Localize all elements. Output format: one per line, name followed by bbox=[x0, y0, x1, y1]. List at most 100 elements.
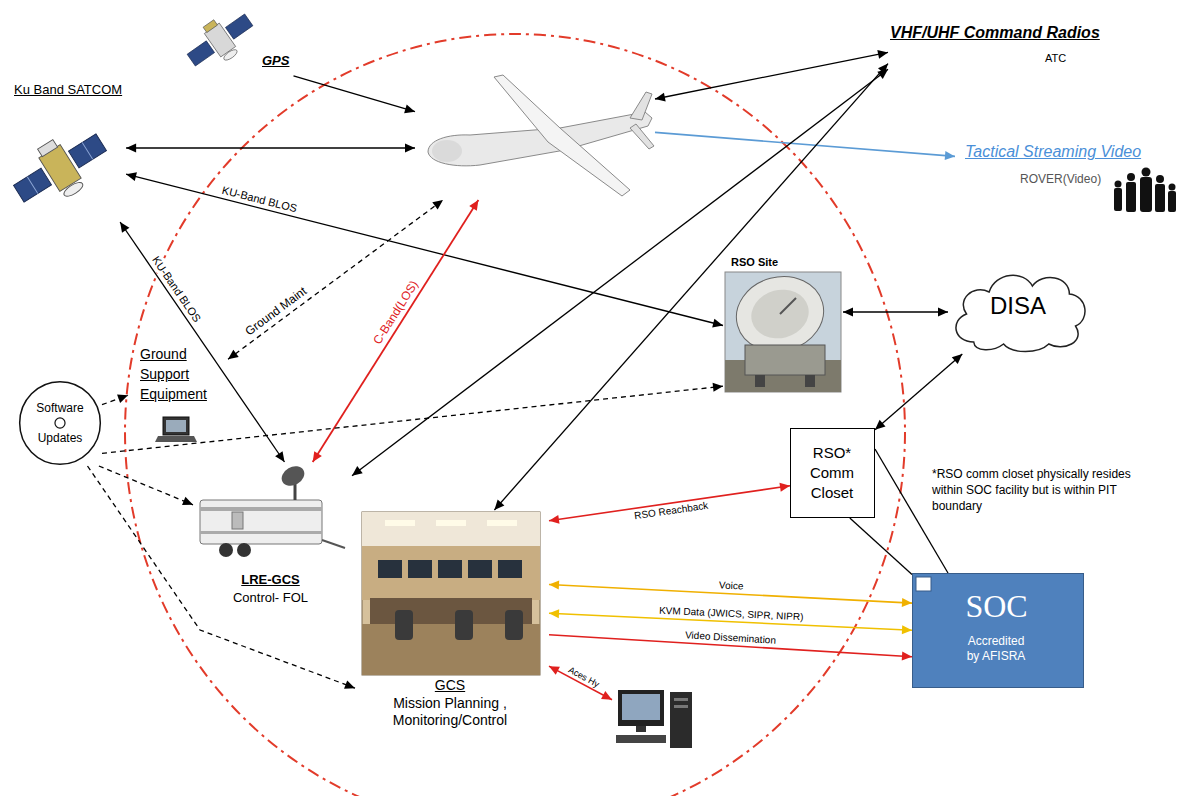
satellite-icon bbox=[4, 119, 117, 219]
drone-nose bbox=[432, 140, 462, 162]
connector bbox=[126, 144, 415, 153]
wheel bbox=[805, 375, 815, 387]
trailer-hitch bbox=[322, 540, 345, 548]
wheel bbox=[755, 375, 765, 387]
arrowhead bbox=[878, 64, 888, 74]
trailer-illustration bbox=[200, 462, 345, 557]
chair bbox=[505, 610, 523, 640]
soldier-body bbox=[1140, 177, 1152, 212]
trailer-stripe bbox=[200, 507, 322, 511]
arrowhead bbox=[877, 50, 888, 59]
connector bbox=[313, 200, 479, 462]
solar-panel bbox=[14, 168, 52, 202]
edge-label: Voice bbox=[717, 579, 746, 592]
process-box: RSO* Comm Closet bbox=[790, 428, 875, 518]
connector-line bbox=[102, 395, 128, 404]
arrowhead bbox=[902, 625, 912, 634]
arrowhead bbox=[494, 500, 504, 510]
station-node: GCSMission Planning , Monitoring/Control bbox=[355, 510, 549, 732]
connector bbox=[126, 172, 723, 327]
ceiling-light bbox=[487, 520, 517, 526]
arrowhead bbox=[117, 394, 128, 402]
connector bbox=[875, 354, 962, 430]
connector-line bbox=[126, 147, 415, 148]
connector bbox=[655, 50, 888, 102]
laptop-screen bbox=[166, 420, 186, 432]
soldier-body bbox=[1168, 191, 1176, 212]
arrowhead bbox=[902, 652, 912, 661]
connector bbox=[294, 76, 416, 113]
trailer-stripe bbox=[200, 531, 322, 534]
monitor bbox=[498, 560, 522, 578]
drone-tail bbox=[630, 92, 652, 120]
connector-line bbox=[655, 52, 888, 99]
satellite-icon bbox=[180, 3, 261, 77]
connector-line bbox=[99, 466, 193, 505]
connector-line bbox=[850, 518, 912, 575]
edge-label: KU-Band BLOS bbox=[148, 252, 204, 326]
soldier-head bbox=[1156, 175, 1164, 183]
trailer-door bbox=[232, 512, 243, 529]
connector bbox=[850, 518, 912, 575]
satellite-node: Ku Band SATCOM bbox=[10, 82, 126, 222]
node-subtitle: Mission Planning , Monitoring/Control bbox=[375, 695, 525, 729]
soldier-body bbox=[1114, 188, 1122, 211]
arrowhead bbox=[352, 466, 363, 476]
arrowhead bbox=[549, 515, 560, 524]
aircraft-node bbox=[415, 75, 655, 200]
ceiling-light bbox=[385, 520, 415, 526]
rso-site-photo bbox=[725, 267, 841, 392]
arrowhead bbox=[938, 308, 948, 317]
disc-hole bbox=[55, 418, 65, 428]
tower-slot bbox=[674, 705, 688, 708]
arrowhead bbox=[469, 200, 478, 211]
arrowhead bbox=[432, 200, 443, 210]
dish bbox=[278, 462, 308, 490]
soldier-head bbox=[1142, 168, 1151, 177]
soldier-body bbox=[1126, 182, 1136, 212]
equipment-node: Ground Support Equipment bbox=[128, 342, 228, 446]
chair bbox=[395, 610, 413, 640]
arrowhead bbox=[120, 222, 129, 233]
connector-line bbox=[875, 354, 962, 430]
satellite-top bbox=[38, 140, 58, 157]
solar-panel bbox=[187, 41, 214, 66]
node-title: Tactical Streaming Video bbox=[965, 143, 1141, 161]
radio-node: VHF/UHF Command RadiosATC bbox=[888, 22, 1158, 70]
soldier-head bbox=[1115, 181, 1122, 188]
node-title: RSO* Comm Closet bbox=[797, 443, 867, 503]
keyboard bbox=[616, 735, 666, 743]
arrowhead bbox=[344, 680, 355, 688]
soldier-head bbox=[1127, 173, 1135, 181]
trailer-body bbox=[200, 500, 322, 544]
ceiling bbox=[362, 512, 540, 546]
edge-label: Ground Maint bbox=[241, 284, 311, 341]
drone-tail bbox=[630, 124, 654, 149]
laptop-base bbox=[155, 436, 197, 442]
soldier-head bbox=[1169, 184, 1176, 191]
connector bbox=[102, 394, 128, 404]
wall bbox=[362, 546, 540, 600]
monitor bbox=[438, 560, 462, 578]
edge-label: C-Band(LOS) bbox=[370, 277, 423, 349]
drone-illustration bbox=[428, 75, 654, 196]
connector bbox=[99, 466, 193, 505]
arrowhead bbox=[843, 308, 853, 317]
node-title: SOC bbox=[913, 588, 1080, 625]
station-node: LRE-GCSControl- FOL bbox=[193, 462, 352, 610]
arrowhead bbox=[875, 420, 886, 430]
arrowhead bbox=[549, 609, 559, 618]
cloud-node: DISA bbox=[948, 262, 1092, 354]
arrowhead bbox=[313, 451, 322, 462]
gcs-photo bbox=[362, 512, 540, 675]
connector bbox=[88, 466, 356, 689]
arrowhead bbox=[275, 451, 284, 462]
node-subtitle: ROVER(Video) bbox=[1020, 172, 1101, 186]
connector-line bbox=[294, 76, 416, 112]
satellite-antenna bbox=[222, 48, 239, 62]
computer-tower bbox=[670, 692, 692, 748]
satellite-node: GPS bbox=[185, 5, 293, 82]
node-title: Ground Support Equipment bbox=[140, 344, 222, 404]
monitor-stand bbox=[636, 726, 646, 732]
arrowhead bbox=[126, 144, 136, 153]
